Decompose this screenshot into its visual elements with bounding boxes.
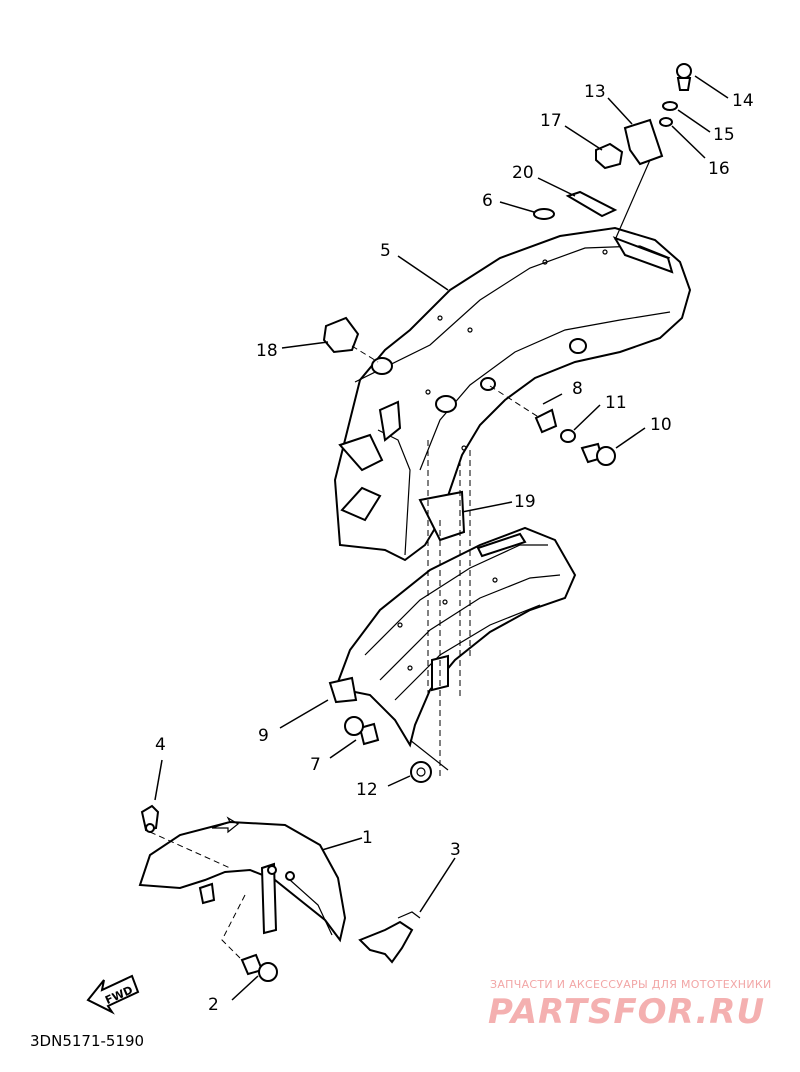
callout-11: 11 [605,393,627,413]
bolt-10 [580,442,616,466]
fender-bracket [358,920,414,964]
bolt-2 [240,953,278,982]
washer-16 [659,117,673,127]
callout-1: 1 [362,828,373,848]
front-fender [138,816,347,943]
washer-11 [560,429,576,443]
callout-17: 17 [540,111,562,131]
callout-5: 5 [380,241,391,261]
callout-13: 13 [584,82,606,102]
callout-7: 7 [310,755,321,775]
rear-fender [333,226,692,562]
bracket-13 [623,118,664,166]
callout-18: 18 [256,341,278,361]
washer-15 [662,101,678,111]
watermark-caption: ЗАПЧАСТИ И АКСЕССУАРЫ ДЛЯ МОТОТЕХНИКИ [490,978,772,991]
diagram-code: 3DN5171-5190 [30,1032,145,1050]
callout-4: 4 [155,735,166,755]
callout-8: 8 [572,379,583,399]
callout-20: 20 [512,163,534,183]
callout-14: 14 [732,91,754,111]
cap-17 [595,142,624,170]
callout-2: 2 [208,995,219,1015]
callout-3: 3 [450,840,461,860]
nut-12 [410,761,432,783]
bolt-14 [676,63,692,91]
callout-19: 19 [514,492,536,512]
callout-9: 9 [258,726,269,746]
callout-12: 12 [356,780,378,800]
callout-16: 16 [708,159,730,179]
bolt-7 [344,716,380,746]
watermark-logo: PARTSFOR.RU [488,992,766,1032]
decal-20 [565,190,618,218]
grommet-18 [322,316,360,354]
inner-fender [328,526,577,748]
clip-8 [534,408,558,434]
washer-6 [533,208,555,220]
callout-6: 6 [482,191,493,211]
callout-10: 10 [650,415,672,435]
callout-15: 15 [713,125,735,145]
fwd-arrow-icon: FWD [86,974,140,1015]
